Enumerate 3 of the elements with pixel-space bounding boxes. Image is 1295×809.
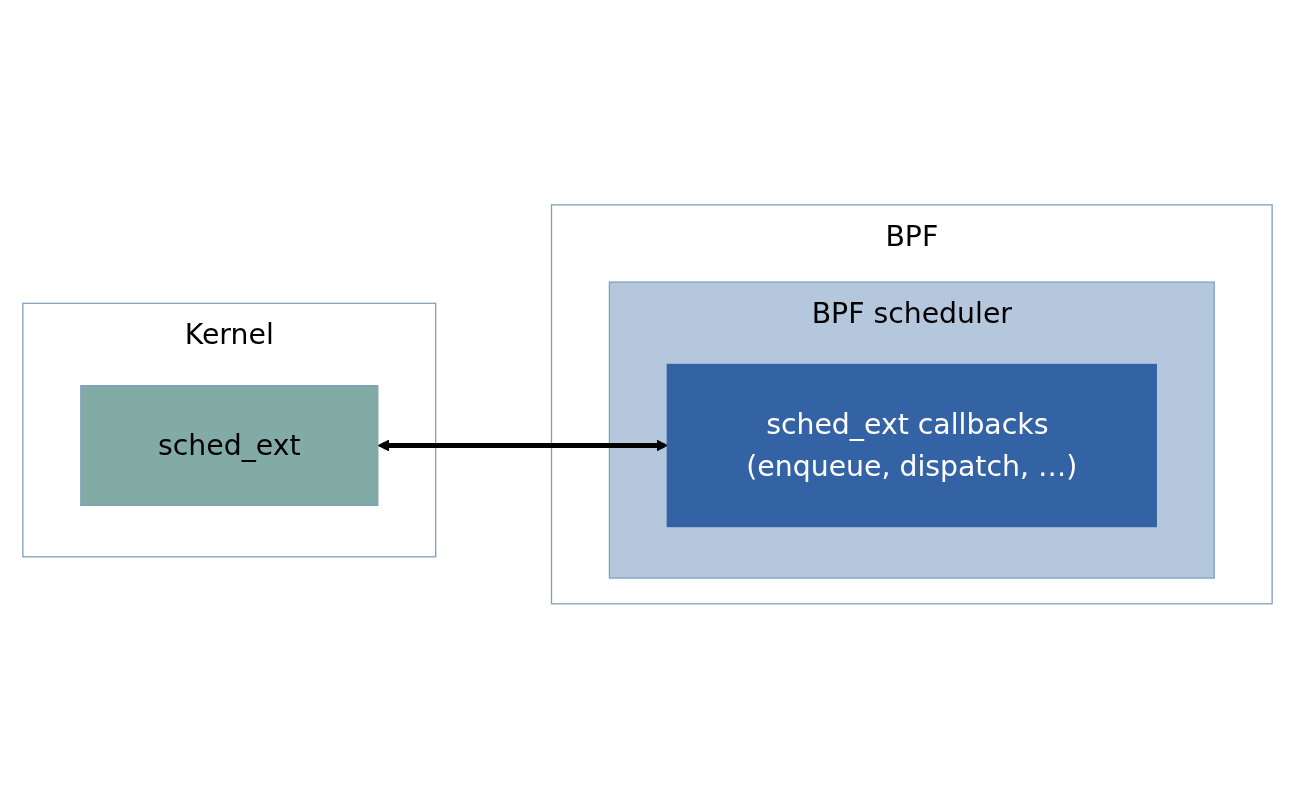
node-box: sched_ext callbacks (enqueue, dispatch, …) xyxy=(666,363,1157,528)
node-box: sched_ext xyxy=(80,385,379,507)
arrow xyxy=(377,440,668,452)
